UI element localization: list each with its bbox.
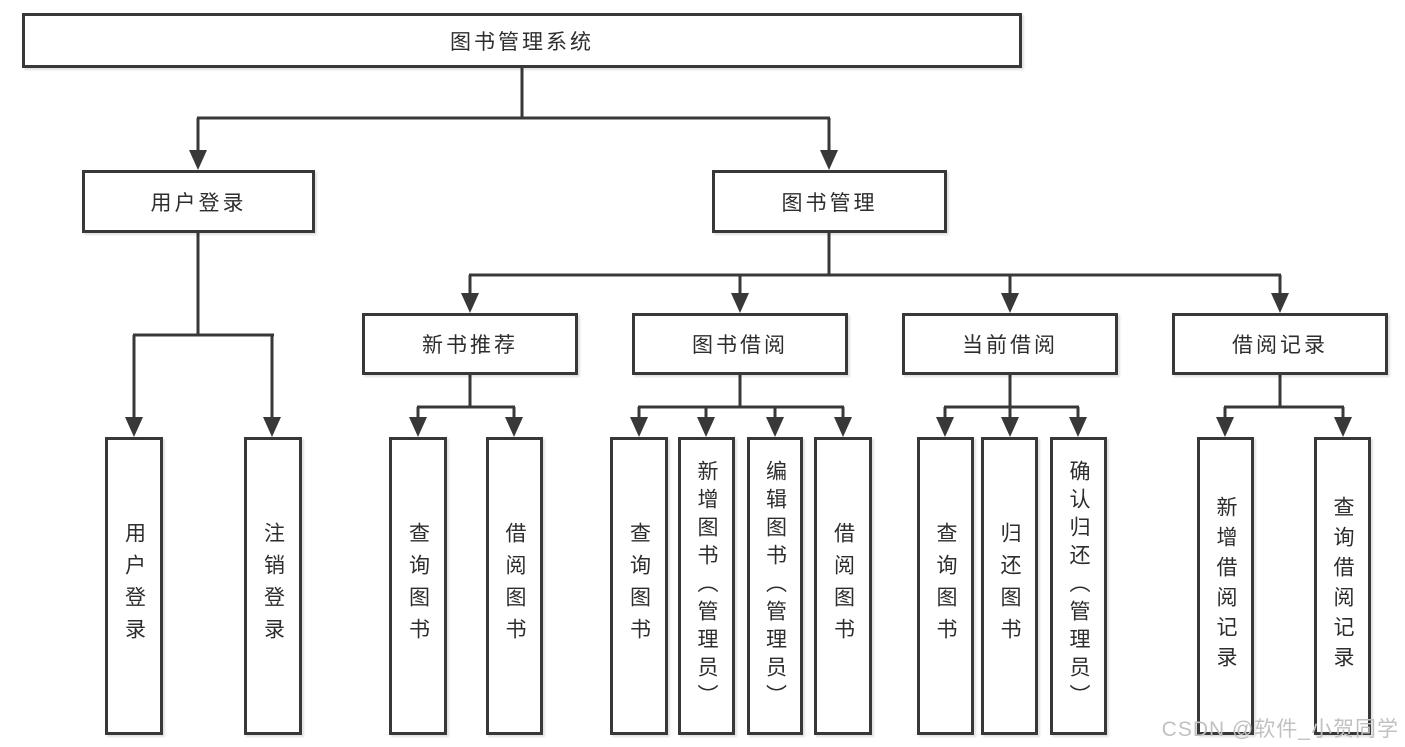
arrowhead-icon [505, 417, 523, 437]
node-leaf-current-query: 查询图书 [917, 437, 974, 735]
arrowhead-icon [263, 417, 281, 437]
node-new-book: 新书推荐 [362, 313, 578, 375]
arrowhead-icon [820, 150, 838, 170]
node-leaf-newbook-borrow: 借阅图书 [486, 437, 543, 735]
connector-borrow-to-leaves [630, 375, 852, 437]
node-leaf-current-confirm: 确认归还（管理员） [1050, 437, 1107, 735]
arrowhead-icon [1216, 417, 1234, 437]
arrowhead-icon [1271, 293, 1289, 313]
node-leaf-borrow-borrow: 借阅图书 [814, 437, 872, 735]
node-leaf-borrow-query: 查询图书 [610, 437, 668, 735]
node-root: 图书管理系统 [22, 13, 1022, 68]
arrowhead-icon [1001, 293, 1019, 313]
node-user-login: 用户登录 [82, 170, 315, 233]
arrowhead-icon [189, 150, 207, 170]
arrowhead-icon [731, 293, 749, 313]
node-leaf-logout: 注销登录 [244, 437, 302, 735]
arrowhead-icon [630, 417, 648, 437]
node-book-borrow: 图书借阅 [632, 313, 848, 375]
node-new-book-label: 新书推荐 [422, 334, 518, 357]
connector-root-to-level2 [189, 68, 838, 170]
node-user-login-label: 用户登录 [150, 191, 247, 215]
arrowhead-icon [1334, 417, 1352, 437]
arrowhead-icon [125, 417, 143, 437]
node-leaf-current-return: 归还图书 [981, 437, 1038, 735]
connector-current-to-leaves [936, 375, 1087, 437]
node-leaf-newbook-query: 查询图书 [389, 437, 447, 735]
arrowhead-icon [936, 417, 954, 437]
connector-newbook-to-leaves [409, 375, 523, 437]
node-current-borrow-label: 当前借阅 [962, 334, 1058, 357]
arrowhead-icon [766, 417, 784, 437]
node-leaf-user-login: 用户登录 [105, 437, 163, 735]
node-book-mgmt-label: 图书管理 [781, 191, 878, 215]
node-root-label: 图书管理系统 [450, 30, 594, 54]
arrowhead-icon [1001, 417, 1019, 437]
node-leaf-borrow-add: 新增图书（管理员） [678, 437, 735, 735]
node-borrow-records-label: 借阅记录 [1232, 334, 1328, 357]
connector-bookmgmt-to-level3 [461, 233, 1289, 313]
node-book-borrow-label: 图书借阅 [692, 334, 788, 357]
arrowhead-icon [409, 417, 427, 437]
node-leaf-borrow-edit: 编辑图书（管理员） [747, 437, 803, 735]
arrowhead-icon [1069, 417, 1087, 437]
connector-records-to-leaves [1216, 375, 1352, 437]
node-current-borrow: 当前借阅 [902, 313, 1118, 375]
arrowhead-icon [697, 417, 715, 437]
csdn-watermark: CSDN @软件_小贺同学 [1161, 718, 1399, 741]
node-borrow-records: 借阅记录 [1172, 313, 1388, 375]
node-leaf-records-query: 查询借阅记录 [1314, 437, 1371, 735]
arrowhead-icon [461, 293, 479, 313]
node-book-mgmt: 图书管理 [712, 170, 947, 233]
connector-userlogin-to-leaves [125, 233, 281, 437]
node-leaf-records-add: 新增借阅记录 [1197, 437, 1254, 735]
arrowhead-icon [834, 417, 852, 437]
